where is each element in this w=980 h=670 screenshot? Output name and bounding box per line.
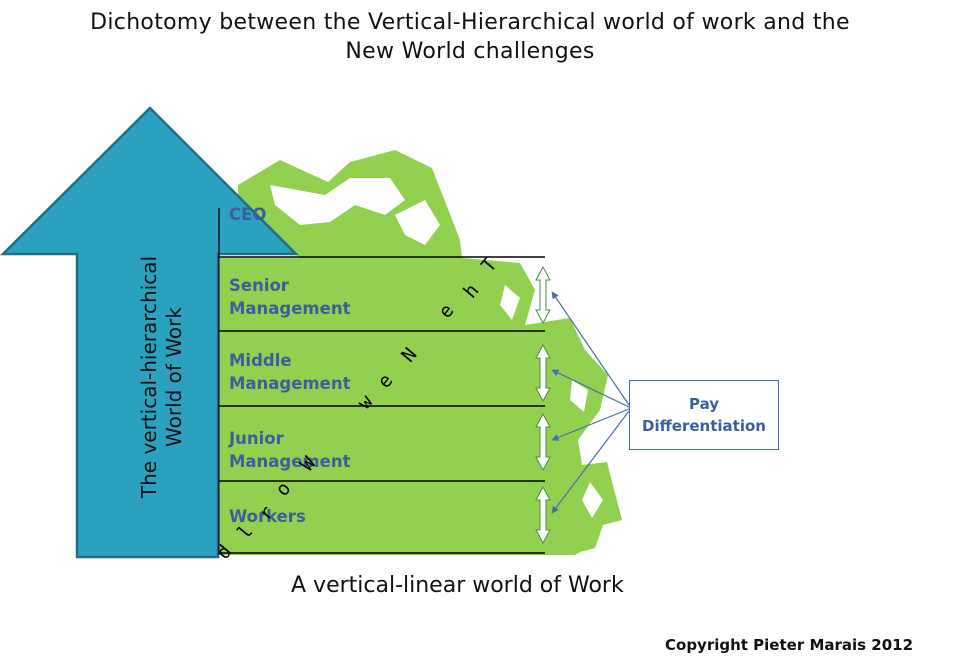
title-line-2: New World challenges bbox=[345, 39, 595, 64]
shape-cutout bbox=[270, 178, 405, 225]
level-senior-management: Senior Management bbox=[229, 274, 350, 320]
level-workers: Workers bbox=[229, 505, 306, 528]
shape-cutout bbox=[570, 380, 588, 412]
level-workers-label: Workers bbox=[229, 507, 306, 526]
level-junior-management: Junior Management bbox=[229, 427, 350, 473]
range-arrow bbox=[535, 343, 551, 403]
diagram-caption: A vertical-linear world of Work bbox=[291, 573, 624, 598]
level-middle-line-2: Management bbox=[229, 374, 351, 393]
arrow-label: The vertical-hierarchical World of Work bbox=[137, 237, 187, 517]
vertical-arrow bbox=[0, 106, 300, 559]
level-ceo-label: CEO bbox=[229, 205, 267, 224]
connector-arrow bbox=[551, 408, 630, 441]
connector-arrow bbox=[551, 410, 630, 514]
range-arrow bbox=[535, 485, 551, 545]
level-junior-line-2: Management bbox=[229, 452, 351, 471]
level-senior-line-2: Management bbox=[229, 299, 351, 318]
level-ceo: CEO bbox=[229, 203, 266, 226]
title-line-1: Dichotomy between the Vertical-Hierarchi… bbox=[90, 10, 850, 35]
pay-differentiation-box: Pay Differentiation bbox=[629, 380, 779, 450]
arrow-label-line-1: The vertical-hierarchical bbox=[137, 255, 161, 499]
copyright-notice: Copyright Pieter Marais 2012 bbox=[665, 636, 914, 654]
shape-cutout bbox=[395, 200, 440, 245]
level-middle-management: Middle Management bbox=[229, 349, 350, 395]
diagram-title: Dichotomy between the Vertical-Hierarchi… bbox=[0, 8, 940, 66]
connector-arrow bbox=[551, 369, 630, 408]
arrow-label-line-2: World of Work bbox=[162, 307, 186, 447]
level-junior-line-1: Junior bbox=[229, 429, 284, 448]
level-senior-line-1: Senior bbox=[229, 276, 289, 295]
range-arrow bbox=[535, 412, 551, 472]
connector-arrow bbox=[551, 291, 630, 406]
level-middle-line-1: Middle bbox=[229, 351, 292, 370]
pay-box-line-1: Pay bbox=[688, 395, 720, 413]
shape-cutout bbox=[582, 482, 603, 518]
new-world-shape bbox=[220, 150, 622, 555]
shape-cutout bbox=[500, 285, 520, 320]
range-arrow bbox=[535, 265, 551, 325]
pay-box-line-2: Differentiation bbox=[642, 417, 766, 435]
